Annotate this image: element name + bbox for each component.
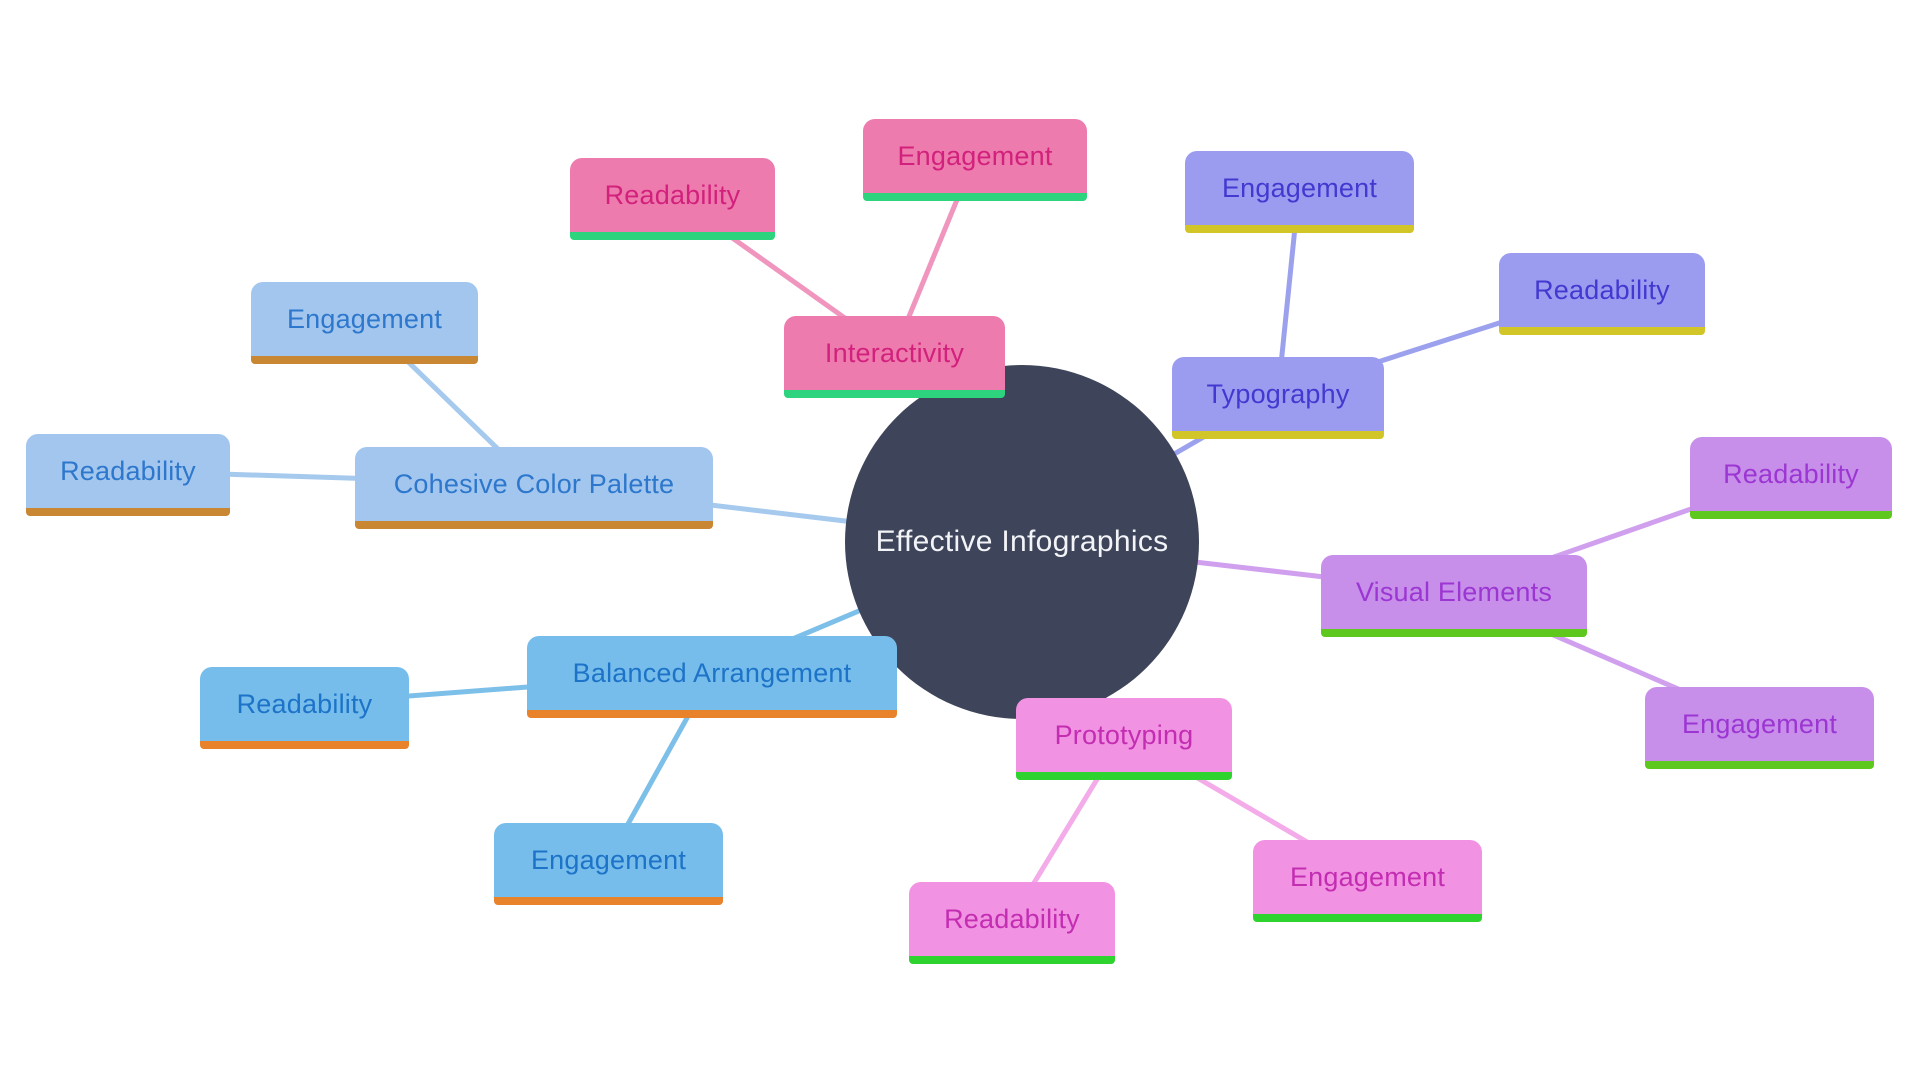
leaf-label: Engagement <box>1289 861 1446 892</box>
leaf-label: Engagement <box>1681 708 1838 739</box>
leaf-node-interactivity-engagement[interactable]: Engagement <box>863 119 1087 201</box>
leaf-node-prototyping-engagement[interactable]: Engagement <box>1253 840 1482 922</box>
central-topic-node[interactable]: Effective Infographics <box>845 365 1199 719</box>
branch-node-prototyping[interactable]: Prototyping <box>1016 698 1232 780</box>
leaf-label: Readability <box>60 455 196 486</box>
branch-label: Balanced Arrangement <box>572 657 852 688</box>
branch-node-balanced-arrangement[interactable]: Balanced Arrangement <box>527 636 897 718</box>
leaf-node-typography-engagement[interactable]: Engagement <box>1185 151 1414 233</box>
leaf-label: Engagement <box>530 844 687 875</box>
branch-node-typography[interactable]: Typography <box>1172 357 1384 439</box>
leaf-node-cohesive-color-palette-engagement[interactable]: Engagement <box>251 282 478 364</box>
branch-label: Typography <box>1206 378 1350 409</box>
branch-label: Visual Elements <box>1355 576 1553 607</box>
leaf-label: Readability <box>236 688 373 719</box>
leaf-label: Engagement <box>897 140 1053 171</box>
leaf-node-typography-readability[interactable]: Readability <box>1499 253 1705 335</box>
branch-node-cohesive-color-palette[interactable]: Cohesive Color Palette <box>355 447 713 529</box>
branch-node-visual-elements[interactable]: Visual Elements <box>1321 555 1587 637</box>
leaf-node-balanced-arrangement-readability[interactable]: Readability <box>200 667 409 749</box>
branch-label: Prototyping <box>1054 719 1194 750</box>
leaf-node-visual-elements-engagement[interactable]: Engagement <box>1645 687 1874 769</box>
leaf-label: Readability <box>1723 458 1859 489</box>
leaf-label: Readability <box>1534 274 1670 305</box>
leaf-node-cohesive-color-palette-readability[interactable]: Readability <box>26 434 230 516</box>
leaf-node-interactivity-readability[interactable]: Readability <box>570 158 775 240</box>
branch-node-interactivity[interactable]: Interactivity <box>784 316 1005 398</box>
leaf-node-balanced-arrangement-engagement[interactable]: Engagement <box>494 823 723 905</box>
branch-label: Interactivity <box>824 337 965 368</box>
leaf-node-visual-elements-readability[interactable]: Readability <box>1690 437 1892 519</box>
leaf-label: Engagement <box>1221 172 1378 203</box>
central-topic-label: Effective Infographics <box>875 525 1169 558</box>
leaf-label: Readability <box>604 179 741 210</box>
branch-label: Cohesive Color Palette <box>393 468 675 499</box>
leaf-label: Readability <box>944 903 1080 934</box>
leaf-label: Engagement <box>286 303 443 334</box>
leaf-node-prototyping-readability[interactable]: Readability <box>909 882 1115 964</box>
